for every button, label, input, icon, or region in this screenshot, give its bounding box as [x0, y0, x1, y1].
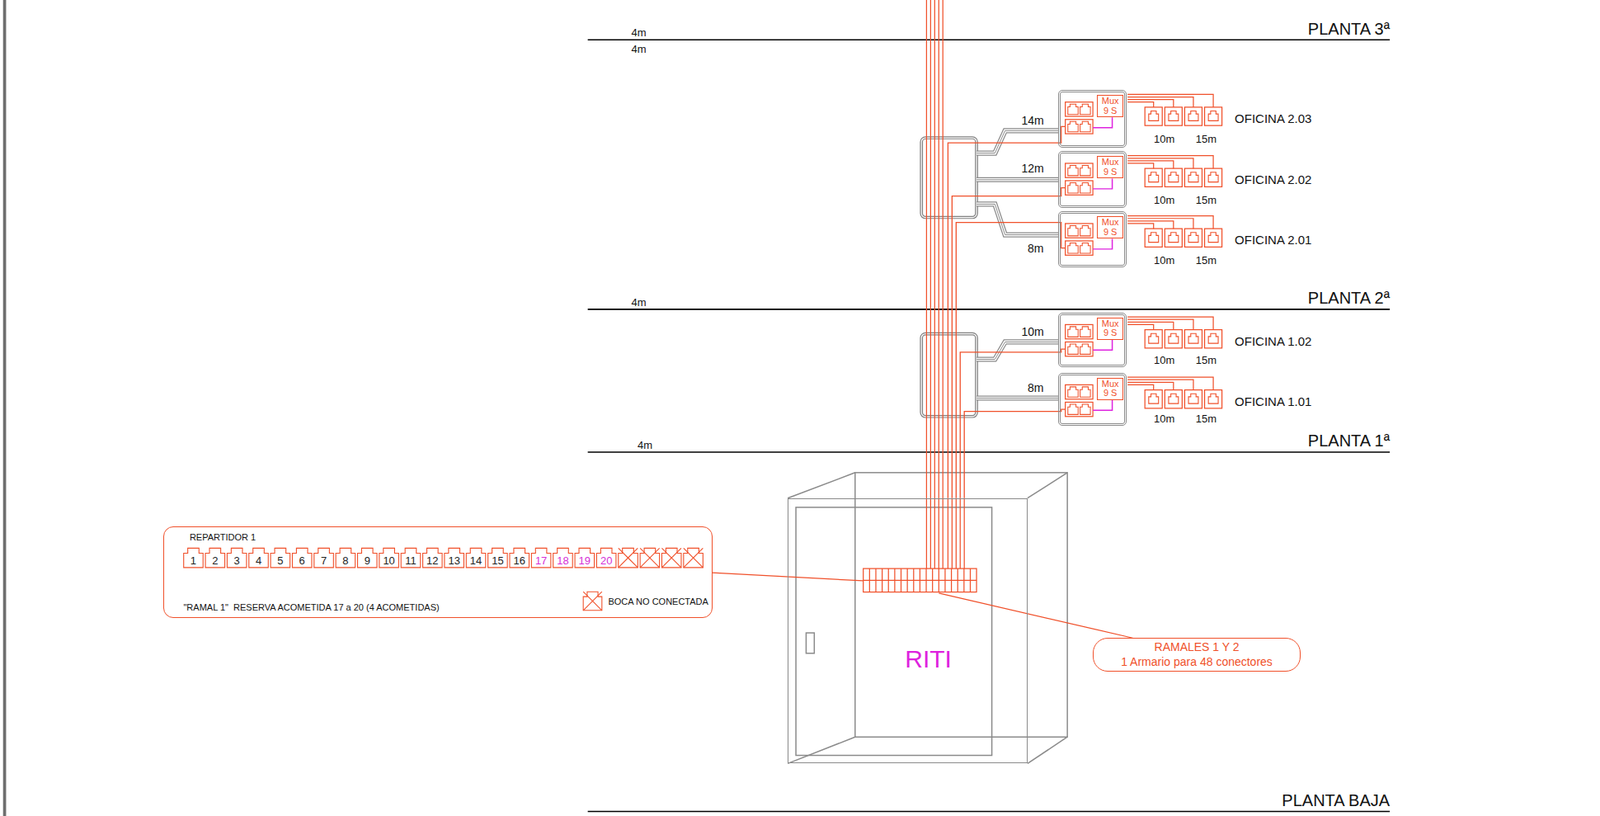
cable-run — [947, 142, 1059, 499]
port-number: 20 — [600, 555, 612, 566]
length-label: 8m — [1027, 242, 1044, 255]
mux-label: Mux 9 S — [1096, 94, 1124, 118]
length-label: 4m — [630, 43, 646, 55]
cable-riser — [926, 0, 965, 569]
length-label: 4m — [637, 439, 653, 451]
frame-bar — [3, 0, 7, 816]
floor-label: PLANTA 3ª — [1308, 20, 1390, 38]
port-number: 8 — [342, 555, 349, 566]
length-label: 4m — [630, 296, 646, 308]
office-label: OFICINA 1.01 — [1234, 395, 1312, 408]
length-label: 14m — [1021, 114, 1044, 127]
port-number: 1 — [190, 555, 197, 566]
length-label: 8m — [1027, 381, 1044, 394]
office-box: Mux 9 S — [1058, 211, 1127, 268]
node-text: REPARTIDOR 1 — [189, 532, 256, 543]
port-number: 10 — [382, 555, 395, 566]
port-number: 7 — [320, 555, 327, 566]
length-label: 15m — [1195, 194, 1217, 206]
floor-label: PLANTA 2ª — [1308, 289, 1390, 306]
port-number: 11 — [404, 555, 417, 566]
office-box: Mux 9 S — [1058, 312, 1127, 368]
floor-label: PLANTA 1ª — [1308, 432, 1390, 449]
port-number: 14 — [470, 555, 482, 566]
floor-lines — [588, 39, 1390, 811]
port-number: 6 — [299, 555, 306, 566]
junction-boxes — [921, 137, 977, 417]
length-label: 15m — [1195, 354, 1217, 366]
length-label: 15m — [1195, 254, 1217, 266]
length-label: 10m — [1153, 254, 1175, 266]
unconnected-port-symbol — [582, 590, 603, 612]
office-equipment — [1058, 94, 1223, 416]
port-number: 9 — [364, 555, 371, 566]
node-text: RAMALES 1 Y 2 — [1154, 640, 1240, 654]
legend-text: BOCA NO CONECTADA — [607, 596, 708, 607]
connector-block — [863, 568, 977, 592]
length-label: 15m — [1195, 133, 1217, 145]
mux-label: Mux 9 S — [1096, 317, 1124, 340]
length-label: 10m — [1153, 413, 1175, 424]
port-number: 3 — [234, 555, 240, 566]
office-box: Mux 9 S — [1058, 89, 1127, 149]
port-number: 5 — [277, 555, 283, 566]
mux-label: Mux 9 S — [1096, 377, 1124, 400]
length-label: 10m — [1153, 194, 1175, 206]
office-label: OFICINA 2.02 — [1234, 173, 1312, 186]
cable-run — [951, 196, 1059, 499]
port-number: 12 — [426, 555, 438, 566]
node-text: 1 Armario para 48 conectores — [1120, 655, 1273, 669]
office-label: OFICINA 2.01 — [1234, 233, 1312, 246]
office-label: OFICINA 1.02 — [1234, 334, 1312, 348]
port-number: 2 — [211, 555, 218, 566]
port-number: 16 — [513, 555, 526, 566]
length-label: 4m — [630, 27, 646, 38]
floor-label: PLANTA BAJA — [1281, 791, 1390, 809]
mux-label: Mux 9 S — [1096, 155, 1124, 179]
port-number: 19 — [578, 555, 591, 566]
distributor-ports — [183, 547, 704, 568]
length-label: 10m — [1153, 133, 1175, 145]
port-number: 17 — [535, 555, 547, 566]
port-number: 18 — [556, 555, 569, 566]
office-label: OFICINA 2.03 — [1234, 112, 1312, 125]
mux-label: Mux 9 S — [1096, 216, 1124, 239]
office-box: Mux 9 S — [1058, 372, 1127, 426]
cable-run — [964, 411, 1059, 499]
port-number: 15 — [491, 555, 504, 566]
length-label: 15m — [1195, 413, 1217, 424]
cable-run — [960, 352, 1059, 499]
length-label: 10m — [1021, 325, 1044, 338]
legend-item: BOCA NO CONECTADA — [582, 590, 708, 612]
port-number: 4 — [255, 555, 262, 566]
cable-run — [955, 222, 1059, 499]
length-label: 10m — [1153, 354, 1175, 366]
conduits — [976, 130, 1059, 398]
length-label: 12m — [1021, 162, 1044, 175]
node-text: "RAMAL 1" RESERVA ACOMETIDA 17 a 20 (4 A… — [183, 602, 439, 613]
riti-cabinet: RITI — [787, 498, 1028, 764]
node-text: RITI — [904, 645, 952, 673]
office-box: Mux 9 S — [1058, 150, 1127, 208]
cabinet-outline — [787, 472, 1068, 764]
branch-callout: RAMALES 1 Y 21 Armario para 48 conectore… — [1092, 637, 1301, 672]
port-number: 13 — [447, 555, 460, 566]
